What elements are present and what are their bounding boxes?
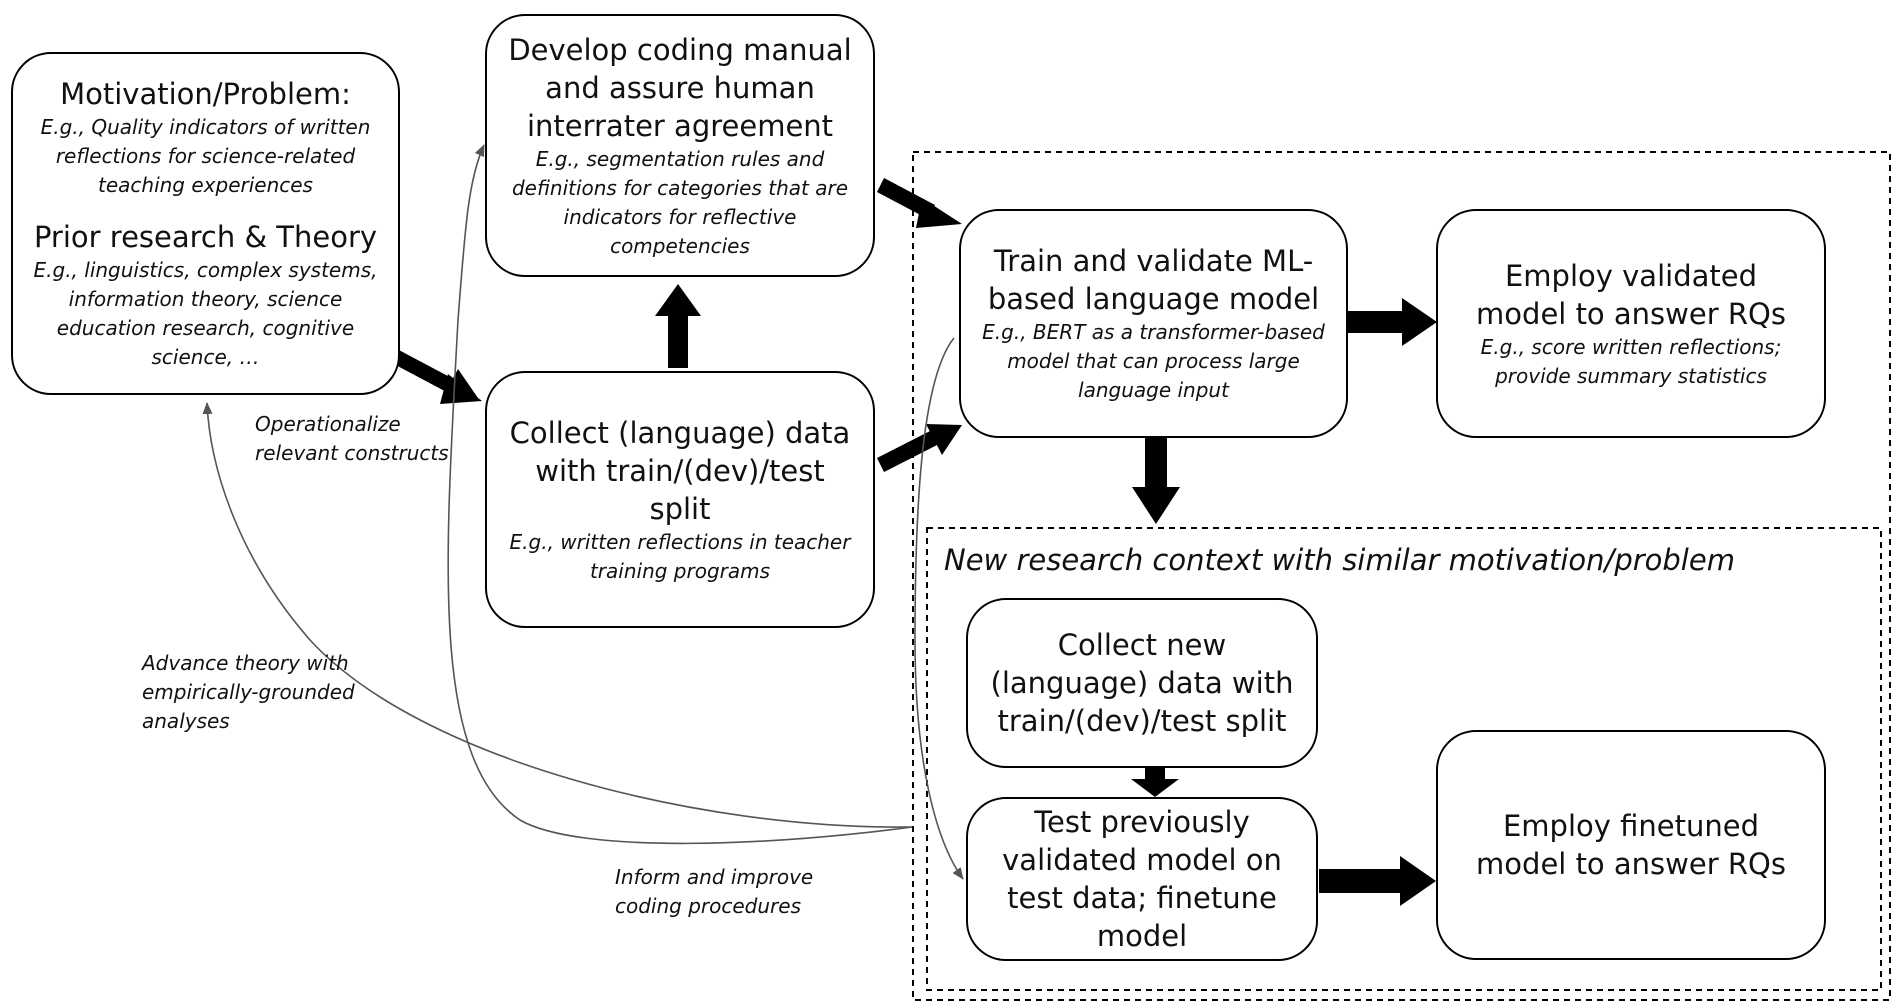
arrow-collect-to-coding-head (655, 284, 701, 316)
employ-validated-box: Employ validated model to answer RQs E.g… (1436, 209, 1826, 438)
employ-validated-example: E.g., score written reflections; provide… (1480, 334, 1782, 388)
new-context-label: New research context with similar motiva… (944, 543, 1735, 577)
arrow-collect-to-train-head (926, 424, 962, 455)
collect-data-example: E.g., written reflections in teacher tra… (509, 529, 851, 583)
employ-validated-title: Employ validated model to answer RQs (1476, 258, 1786, 331)
advance-theory-label: Advance theory with empirically-grounded… (142, 651, 355, 733)
arrow-train-to-employ-body (1346, 311, 1406, 333)
collect-data-box: Collect (language) data with train/(dev)… (485, 371, 875, 628)
inform-coding-label: Inform and improve coding procedures (615, 865, 814, 918)
test-previous-model-title: Test previously validated model on test … (1002, 805, 1282, 953)
train-model-box: Train and validate ML-based language mod… (959, 209, 1348, 438)
arrow-train-to-context-head (1132, 487, 1180, 524)
arrow-test-to-employfinetuned-head (1400, 856, 1436, 906)
coding-manual-example: E.g., segmentation rules and definitions… (511, 146, 849, 258)
arrow-motivation-to-collect-head (440, 374, 482, 404)
collect-new-data-title: Collect new (language) data with train/(… (990, 628, 1294, 738)
test-previous-model-box: Test previously validated model on test … (966, 797, 1318, 961)
arrow-train-to-context-body (1145, 437, 1167, 489)
collect-data-title: Collect (language) data with train/(dev)… (509, 415, 851, 526)
arrow-collect-to-train-body (877, 430, 939, 472)
train-model-title: Train and validate ML-based language mod… (987, 244, 1320, 316)
coding-manual-box: Develop coding manual and assure human i… (485, 14, 875, 277)
arrow-motivation-to-collect-body (390, 349, 461, 396)
motivation-example: E.g., Quality indicators of written refl… (40, 115, 371, 197)
prior-research-example: E.g., linguistics, complex systems, info… (33, 258, 378, 369)
arrow-test-to-employfinetuned-body (1319, 869, 1405, 893)
arrow-collectnew-to-test-body (1145, 767, 1165, 781)
curve-inform-coding (447, 144, 913, 845)
prior-research-title: Prior research & Theory (33, 220, 378, 254)
outer-dashed-frame (912, 151, 1891, 1001)
operationalize-label: Operationalize relevant constructs (255, 412, 449, 465)
coding-manual-title: Develop coding manual and assure human i… (508, 32, 852, 143)
inner-dashed-frame (926, 527, 1882, 991)
employ-finetuned-title: Employ finetuned model to answer RQs (1476, 809, 1786, 881)
motivation-box: Motivation/Problem: E.g., Quality indica… (11, 52, 400, 395)
arrow-collect-to-coding-body (668, 314, 688, 368)
curve-advance-theory (202, 402, 913, 828)
arrow-train-to-employ-head (1402, 298, 1437, 346)
train-model-example: E.g., BERT as a transformer-based model … (982, 320, 1325, 402)
arrow-coding-to-train-head (916, 198, 962, 228)
curve-train-to-test (914, 337, 964, 880)
motivation-title: Motivation/Problem: (60, 77, 351, 111)
arrow-collectnew-to-test-head (1131, 779, 1179, 797)
collect-new-data-box: Collect new (language) data with train/(… (966, 598, 1318, 768)
employ-finetuned-box: Employ finetuned model to answer RQs (1436, 730, 1826, 960)
